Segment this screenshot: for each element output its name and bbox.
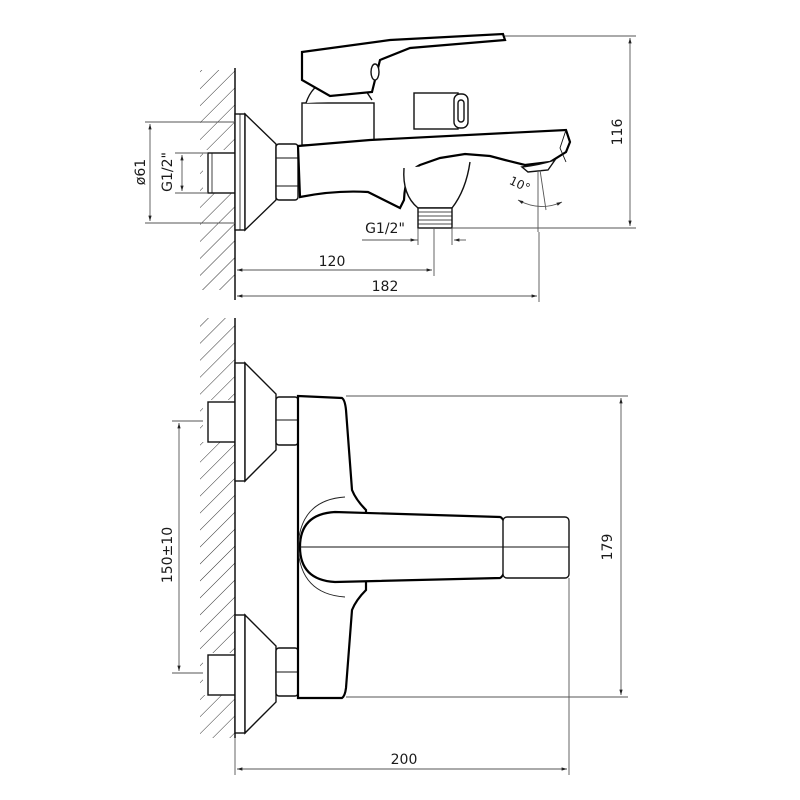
- dim-outlet-offset: 120: [237, 228, 435, 276]
- inlet-pipe-stub: [207, 152, 236, 194]
- dim-spout-angle-label: 10°: [507, 174, 532, 196]
- dim-outlet-thread: G1/2": [362, 221, 466, 245]
- spout-tip-top: [502, 516, 570, 579]
- dim-total-depth: 182: [237, 232, 540, 302]
- dim-total-depth-label: 182: [372, 279, 399, 295]
- outlet-thread: [417, 207, 453, 229]
- dim-outlet-thread-label: G1/2": [365, 221, 405, 237]
- hex-nut: [275, 143, 299, 201]
- dim-inlet-spacing-label: 150±10: [160, 527, 176, 583]
- cartridge-body: [301, 102, 375, 146]
- dim-flange-diameter: ø61: [133, 121, 235, 224]
- dim-inlet-thread: G1/2": [160, 152, 208, 194]
- dim-body-width: 179: [346, 395, 628, 698]
- dim-outlet-offset-label: 120: [319, 254, 346, 270]
- dim-spout-angle: 10°: [507, 169, 563, 232]
- dim-total-height-label: 116: [610, 119, 626, 146]
- diverter-knob: [413, 92, 469, 130]
- wall-flange: [234, 112, 277, 232]
- dim-inlet-thread-label: G1/2": [160, 152, 176, 192]
- handle-lever: [300, 32, 507, 98]
- top-view: 150±10 179 200: [160, 318, 628, 775]
- dim-inlet-spacing: 150±10: [160, 420, 203, 674]
- lower-inlet-valve: [207, 613, 299, 735]
- dim-total-projection: 200: [234, 578, 570, 775]
- dim-total-projection-label: 200: [391, 752, 418, 768]
- upper-inlet-valve: [207, 361, 299, 483]
- dim-flange-diameter-label: ø61: [133, 159, 149, 185]
- dim-total-height: 116: [452, 35, 636, 229]
- side-view: ø61 G1/2" G1/2" 10°: [133, 32, 636, 302]
- dim-body-width-label: 179: [600, 534, 616, 561]
